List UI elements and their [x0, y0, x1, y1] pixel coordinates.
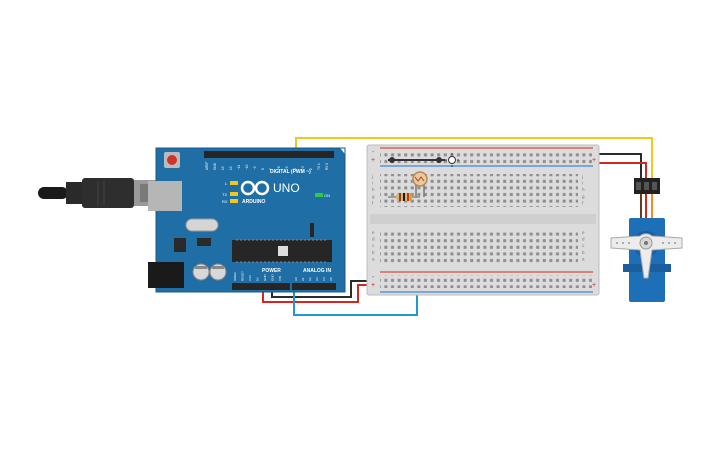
terminal-holes-bottom[interactable]: [380, 230, 578, 263]
breadboard-row-letter: e: [372, 230, 375, 235]
breadboard-row-letter: a: [372, 256, 375, 261]
digital-pin-label: ~6: [277, 166, 281, 170]
arduino-uno-board[interactable]: ARDUINO UNO DIGITAL (PWM ~) POWER ANALOG…: [148, 147, 346, 293]
digital-pin-label: 12: [229, 166, 233, 170]
power-pin-label: VIN: [278, 276, 282, 281]
analog-pin-label: A0: [294, 277, 298, 281]
breadboard-row-letter: d: [372, 237, 375, 242]
breadboard-row-letter: g: [582, 194, 585, 199]
breadboard-row-letter: c: [372, 243, 375, 248]
usb-cable-icon[interactable]: [38, 178, 158, 208]
led-tx: [230, 192, 238, 196]
breadboard-row-letter: a: [582, 256, 585, 261]
led-on: [315, 193, 323, 197]
digital-pin-label: ~5: [285, 166, 289, 170]
center-channel: [370, 214, 596, 224]
breadboard-row-letter: f: [582, 200, 584, 205]
breadboard-row-letter: i: [372, 181, 373, 186]
tx-label: TX: [222, 192, 227, 197]
breadboard-row-letter: i: [582, 181, 583, 186]
rail-holes-top[interactable]: [380, 151, 592, 164]
digital-pin-label: 4: [293, 168, 297, 170]
arduino-logo-icon: [240, 180, 270, 196]
analog-pin-label: A5: [329, 277, 333, 281]
rail-plus-label-bottom-right: +: [592, 282, 596, 289]
photoresistor-icon[interactable]: [412, 171, 428, 197]
breadboard-row-letter: h: [372, 187, 375, 192]
analog-pin-label: A2: [308, 277, 312, 281]
digital-pin-label: ~9: [253, 166, 257, 170]
analog-pin-label: A3: [315, 277, 319, 281]
digital-pin-label: ~3: [301, 166, 305, 170]
rail-minus-label-top: -: [372, 149, 375, 156]
breadboard-row-letter: g: [372, 194, 375, 199]
power-jack: [148, 262, 184, 288]
breadboard-row-letter: h: [582, 187, 585, 192]
breadboard-row-letter: d: [582, 237, 585, 242]
rail-plus-label-top: +: [371, 157, 375, 164]
analog-label: ANALOG IN: [303, 268, 331, 274]
resistor-icon[interactable]: [388, 193, 420, 201]
wire-power-red-5v[interactable]: [262, 284, 382, 303]
digital-pin-label: TX 1: [317, 163, 321, 170]
usb-b-port: [148, 181, 182, 211]
voltage-regulator: [174, 238, 186, 252]
breadboard-row-letter: f: [372, 200, 374, 205]
analog-pin-label: A1: [301, 277, 305, 281]
digital-pin-label: 8: [261, 168, 265, 170]
breadboard-row-letter: b: [582, 250, 585, 255]
led-l: [230, 181, 238, 185]
analog-pin-label: A4: [322, 277, 326, 281]
rail-plus-label-top-right: +: [592, 157, 596, 164]
digital-pin-label: ~10: [245, 164, 249, 170]
digital-pin-label: RX 0: [325, 163, 329, 170]
breadboard-row-letter: j: [371, 174, 373, 179]
digital-pin-label: AREF: [205, 161, 209, 170]
digital-pin-label: ~11: [237, 165, 241, 170]
power-pin-label: GND: [263, 274, 267, 282]
analog-header[interactable]: [292, 283, 336, 290]
arduino-model-label: UNO: [273, 181, 300, 195]
arduino-logo-text: ARDUINO: [242, 199, 265, 205]
led-rx: [230, 199, 238, 203]
rail-holes-bottom[interactable]: [380, 275, 592, 288]
crystal-oscillator: [185, 218, 219, 232]
digital-pin-label: 7: [269, 168, 273, 170]
terminal-holes-top[interactable]: [380, 174, 578, 207]
breadboard-row-letter: c: [582, 243, 585, 248]
power-header[interactable]: [232, 283, 290, 290]
power-label: POWER: [262, 268, 281, 274]
servo-motor-icon[interactable]: [610, 178, 683, 302]
on-label: ON: [324, 193, 330, 198]
rx-label: RX: [222, 199, 228, 204]
power-pin-label: IOREF: [233, 272, 237, 281]
breadboard-row-letter: j: [581, 174, 583, 179]
digital-pin-labels: AREF GND 13 12 ~11 ~10 ~9 8 7 ~6 ~5 4 ~3 2 TX 1 RX 0: [205, 161, 329, 170]
power-pin-label: RESET: [241, 271, 245, 281]
digital-header[interactable]: [204, 151, 334, 158]
wire-ground-black-gnd[interactable]: [271, 280, 382, 298]
rail-minus-label-bottom: -: [372, 274, 375, 281]
rail-plus-label-bottom: +: [371, 282, 375, 289]
breadboard-row-letter: b: [372, 250, 375, 255]
digital-pin-label: GND: [213, 162, 217, 170]
breadboard-row-letter: e: [582, 230, 585, 235]
digital-header-label: DIGITAL (PWM ~): [270, 169, 311, 175]
light-slider-icon[interactable]: [388, 153, 459, 167]
reset-button-cap[interactable]: [167, 155, 177, 165]
digital-pin-label: 13: [221, 166, 225, 170]
power-pin-label: 5V: [256, 277, 260, 281]
digital-pin-label: 2: [309, 168, 313, 170]
led-l-label: L: [225, 181, 228, 186]
power-pin-label: GND: [271, 274, 275, 282]
power-pin-label: 3.3V: [248, 275, 252, 281]
